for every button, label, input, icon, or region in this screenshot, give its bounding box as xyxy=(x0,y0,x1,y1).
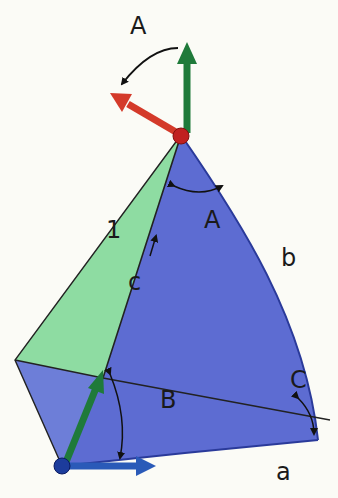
angle-label: C xyxy=(290,368,307,392)
rotation-arc xyxy=(122,48,178,84)
red-vector-head xyxy=(110,93,132,112)
red-vector xyxy=(128,104,181,135)
vertex-dot-bottom xyxy=(54,458,70,474)
angle-label: A xyxy=(204,208,220,232)
green-vector-head xyxy=(177,42,197,64)
green-vector-bottom-head xyxy=(88,370,104,394)
side-label: c xyxy=(128,270,141,294)
angle-label: A xyxy=(130,14,146,38)
plane-line xyxy=(15,360,330,420)
blue-vector xyxy=(62,463,138,470)
angle-arc-b xyxy=(110,374,122,458)
direction-mark xyxy=(150,236,156,256)
edge-c xyxy=(62,135,181,466)
plane-edge xyxy=(15,135,181,466)
vertex-dot-top xyxy=(173,128,189,144)
angle-label: B xyxy=(160,388,176,412)
green-vector xyxy=(184,62,191,133)
angle-arc-c xyxy=(298,398,314,434)
angle-arc-a xyxy=(174,186,222,192)
green-vector-bottom xyxy=(66,388,96,462)
side-label: b xyxy=(281,246,296,270)
side-label: a xyxy=(276,460,291,484)
edge-b xyxy=(181,135,318,440)
blue-vector-head xyxy=(136,456,156,476)
tangent-plane xyxy=(15,135,181,378)
length-label: 1 xyxy=(106,218,121,242)
